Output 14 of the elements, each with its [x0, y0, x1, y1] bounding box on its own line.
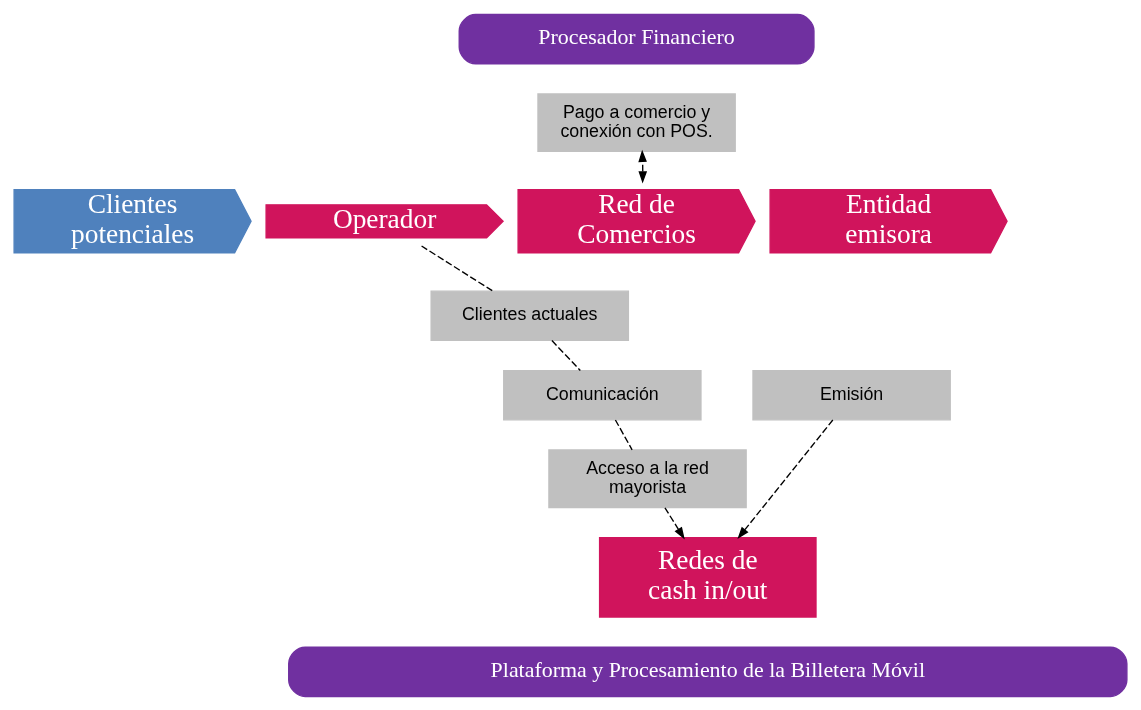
arrow [664, 506, 685, 539]
node-box: Redes de cash in/out [598, 536, 817, 618]
node-box: Plataforma y Procesamiento de la Billetera Móvil [288, 646, 1128, 697]
connector [420, 244, 494, 292]
node-box: Emisión [752, 369, 951, 421]
connector [551, 339, 581, 371]
node-box: Comunicación [503, 369, 702, 421]
node-box: Procesador Financiero [458, 13, 815, 64]
connector [614, 418, 633, 450]
arrow [737, 418, 834, 539]
arrow [638, 149, 648, 184]
node-box: Clientes actuales [430, 289, 630, 341]
node-box: Acceso a la red mayorista [548, 448, 747, 508]
node-box: Pago a comercio y conexión con POS. [537, 92, 736, 152]
